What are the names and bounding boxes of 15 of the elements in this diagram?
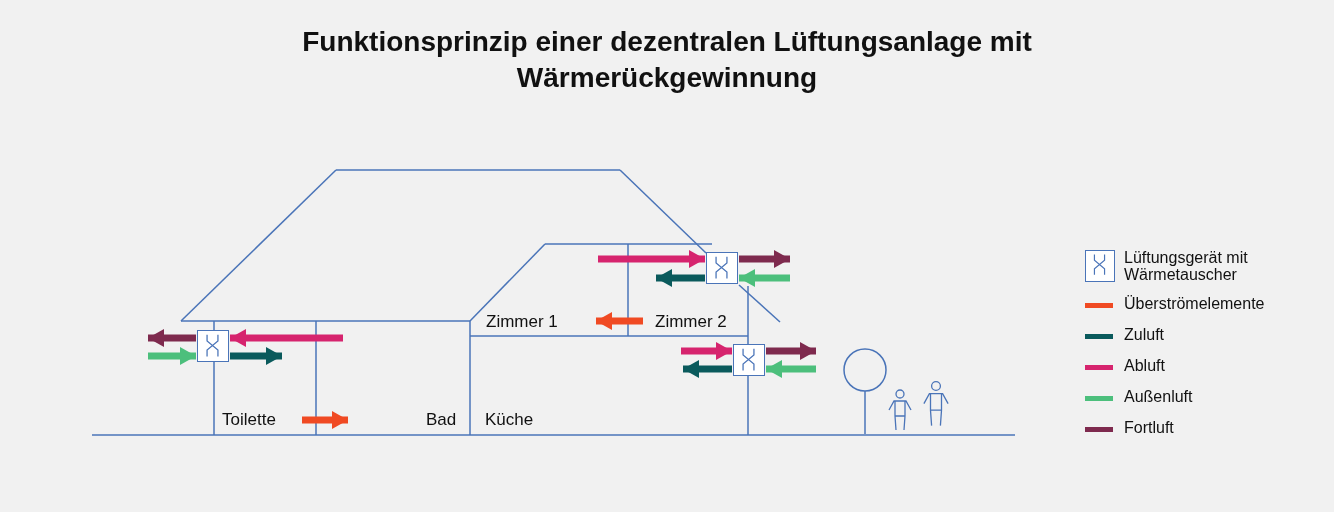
room-label: Küche xyxy=(485,411,534,429)
heat-exchanger-unit xyxy=(197,330,229,362)
legend-label: Zuluft xyxy=(1124,326,1164,344)
heat-exchanger-unit xyxy=(706,252,738,284)
room-label: Zimmer 2 xyxy=(655,313,727,331)
legend-label: Fortluft xyxy=(1124,419,1174,437)
legend-label: Außenluft xyxy=(1124,388,1193,406)
room-label: Bad xyxy=(426,411,457,429)
room-label: Toilette xyxy=(222,411,276,429)
legend-label: Überströmelemente xyxy=(1124,295,1265,313)
heat-exchanger-unit xyxy=(733,344,765,376)
room-label: Zimmer 1 xyxy=(486,313,558,331)
legend-label: Lüftungsgerät mit Wärmetauscher xyxy=(1124,249,1249,283)
title: Funktionsprinzip einer dezentralen Lüftungsanlage mit Wärmerückgewinnung xyxy=(301,25,1033,95)
legend-label: Abluft xyxy=(1124,357,1165,375)
